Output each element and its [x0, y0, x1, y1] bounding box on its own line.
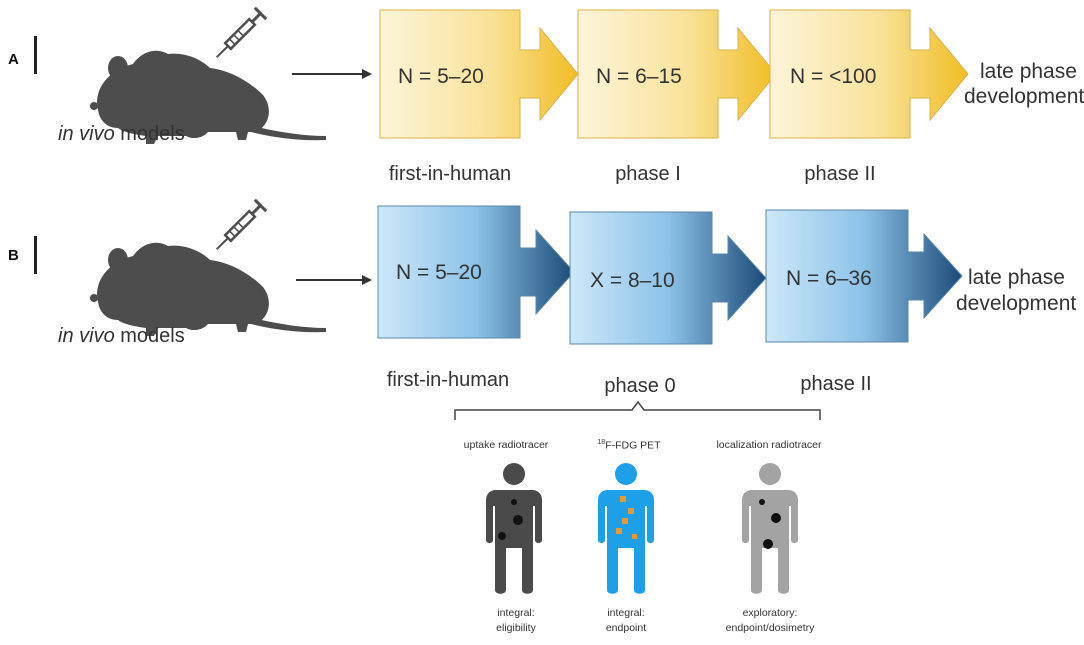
panel-b-bar: [34, 236, 37, 274]
end-label-line2: development: [964, 85, 1084, 108]
figure-caption: endpoint/dosimetry: [725, 622, 815, 634]
end-label-line1: late phase: [968, 266, 1065, 289]
panel-b: [90, 198, 963, 345]
figure-title: 18F-FDG PET: [597, 439, 661, 452]
stage-label: first-in-human: [386, 369, 510, 391]
flow-arrow: [292, 69, 372, 79]
end-label-line1: late phase: [980, 60, 1077, 83]
mouse-icon: [90, 242, 326, 336]
syringe-icon: [209, 198, 268, 257]
person-icon-localization: [742, 463, 798, 594]
stage-box: [577, 9, 777, 139]
syringe-icon: [209, 6, 268, 65]
cohort-size: N = 6–36: [786, 267, 872, 290]
person-icon-uptake: [486, 463, 542, 594]
cohort-size: X = 8–10: [590, 269, 675, 292]
figure-caption: endpoint: [605, 622, 647, 634]
stage-box: [765, 209, 963, 343]
panel-letter-a: A: [8, 51, 19, 68]
figure-title: uptake radiotracer: [463, 439, 549, 451]
cohort-size: N = 6–15: [596, 65, 682, 88]
figure-caption: integral:: [607, 607, 645, 619]
stage-box: [569, 211, 767, 345]
cohort-size: N = 5–20: [398, 65, 484, 88]
figure-caption: exploratory:: [742, 607, 798, 619]
stage-label: phase II: [800, 373, 872, 395]
end-label-line2: development: [956, 292, 1077, 315]
stage-label: first-in-human: [388, 163, 512, 185]
model-label: in vivo models: [58, 123, 185, 145]
stage-box: [379, 9, 579, 139]
flow-arrow: [296, 275, 372, 285]
stage-box: [377, 205, 575, 339]
person-icon-fdg: [598, 463, 654, 594]
phase0-brace: [454, 400, 821, 420]
panel-a: [90, 6, 969, 144]
figure-caption: integral:: [497, 607, 535, 619]
cohort-size: N = 5–20: [396, 261, 482, 284]
stage-box: [769, 9, 969, 139]
stage-label: phase II: [804, 163, 876, 185]
cohort-size: N = <100: [790, 65, 877, 88]
panel-letter-b: B: [8, 247, 19, 264]
figure-caption: eligibility: [496, 622, 536, 634]
stage-label: phase I: [615, 163, 681, 185]
stage-label: phase 0: [604, 375, 676, 397]
figure-title: localization radiotracer: [716, 439, 822, 451]
model-label: in vivo models: [58, 325, 185, 347]
panel-a-bar: [34, 36, 37, 74]
